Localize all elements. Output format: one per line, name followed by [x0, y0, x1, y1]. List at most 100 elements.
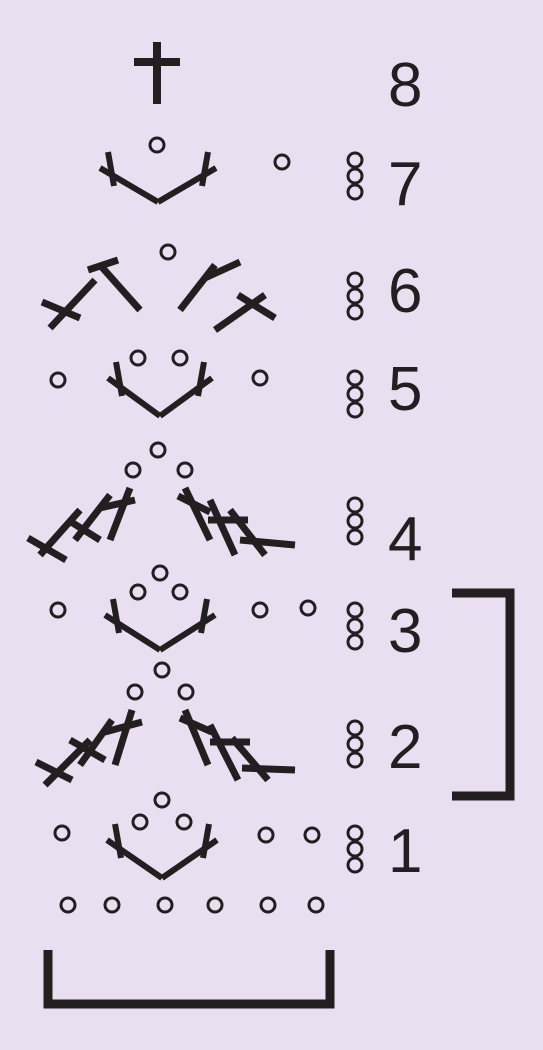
foundation-chain-icon	[156, 896, 174, 914]
chain-stitch-icon	[175, 813, 193, 831]
turning-chain-icon	[346, 528, 364, 546]
chain-stitch-icon	[273, 153, 291, 171]
double-crochet-icon	[229, 735, 271, 783]
chain-stitch-icon	[153, 791, 171, 809]
turning-chain-icon	[346, 512, 364, 530]
turning-chain-icon	[346, 856, 364, 874]
turning-chain-icon	[346, 751, 364, 769]
double-crochet-bar	[236, 292, 277, 321]
chain-stitch-icon	[176, 461, 194, 479]
chain-stitch-icon	[49, 601, 67, 619]
slip-stitch-symbol	[134, 42, 180, 104]
double-crochet-icon	[111, 708, 136, 767]
turning-chain-icon	[346, 496, 364, 514]
single-crochet-icon	[200, 823, 212, 859]
turning-chain-icon	[346, 151, 364, 169]
cluster-v-right	[158, 612, 217, 653]
turning-chain-icon	[346, 735, 364, 753]
row-label-8: 8	[388, 51, 422, 120]
chain-stitch-icon	[299, 599, 317, 617]
chain-stitch-icon	[148, 136, 166, 154]
double-crochet-bar	[99, 496, 136, 512]
single-crochet-icon	[105, 151, 117, 187]
double-crochet-bar	[203, 258, 242, 282]
double-crochet-icon	[206, 723, 242, 782]
double-crochet-icon	[227, 507, 268, 558]
double-crochet-icon	[97, 262, 143, 313]
double-crochet-icon	[77, 717, 115, 768]
repeat-bracket-rows-2-3	[452, 588, 515, 801]
cluster-v-right	[158, 375, 214, 419]
turning-chain-icon	[346, 840, 364, 858]
row-label-6: 6	[388, 257, 422, 326]
double-crochet-icon	[177, 262, 218, 313]
double-crochet-bar	[241, 764, 296, 774]
double-crochet-bar	[104, 718, 143, 736]
chain-stitch-icon	[257, 826, 275, 844]
row-label-5: 5	[388, 355, 422, 424]
chain-stitch-icon	[251, 601, 269, 619]
foundation-chain-icon	[206, 896, 224, 914]
cluster-v-right	[160, 837, 219, 881]
double-crochet-bar	[66, 517, 102, 543]
turning-chain-icon	[346, 385, 364, 403]
single-crochet-icon	[112, 823, 124, 859]
chain-stitch-icon	[177, 683, 195, 701]
repeat-bracket-base	[43, 950, 335, 1009]
double-crochet-icon	[72, 492, 113, 543]
chain-stitch-icon	[129, 583, 147, 601]
double-crochet-bar	[178, 714, 214, 736]
cluster-v-left	[103, 612, 162, 653]
chain-stitch-icon	[131, 813, 149, 831]
foundation-chain-icon	[59, 896, 77, 914]
chain-stitch-icon	[159, 243, 177, 261]
chain-stitch-icon	[251, 369, 269, 387]
turning-chain-icon	[346, 369, 364, 387]
chain-stitch-icon	[129, 349, 147, 367]
single-crochet-icon	[110, 598, 122, 634]
turning-chain-icon	[346, 271, 364, 289]
row-label-3: 3	[388, 597, 422, 666]
double-crochet-icon	[206, 498, 239, 557]
turning-chain-icon	[346, 287, 364, 305]
double-crochet-bar	[68, 736, 107, 764]
cluster-v-left	[105, 837, 164, 881]
single-crochet-icon	[198, 598, 210, 634]
turning-chain-icon	[346, 601, 364, 619]
chain-stitch-icon	[124, 461, 142, 479]
double-crochet-bar	[34, 758, 74, 784]
double-crochet-bar	[176, 492, 212, 516]
chain-stitch-icon	[151, 564, 169, 582]
chain-stitch-icon	[171, 583, 189, 601]
turning-chain-icon	[346, 303, 364, 321]
turning-chain-icon	[346, 719, 364, 737]
chain-stitch-icon	[53, 824, 71, 842]
single-crochet-icon	[113, 361, 125, 397]
chain-stitch-icon	[171, 349, 189, 367]
chain-stitch-icon	[126, 683, 144, 701]
foundation-chain-icon	[103, 896, 121, 914]
single-crochet-icon	[195, 361, 207, 397]
double-crochet-bar	[86, 256, 120, 274]
double-crochet-bar	[40, 298, 82, 322]
turning-chain-icon	[346, 167, 364, 185]
row-label-4: 4	[388, 505, 422, 574]
turning-chain-icon	[346, 401, 364, 419]
row-label-2: 2	[388, 713, 422, 782]
row-label-7: 7	[388, 150, 422, 219]
double-crochet-icon	[47, 277, 98, 331]
foundation-chain-icon	[259, 896, 277, 914]
stitch-symbols	[26, 136, 364, 914]
double-crochet-icon	[181, 486, 214, 542]
chain-stitch-icon	[153, 661, 171, 679]
double-crochet-icon	[212, 292, 268, 333]
row-label-1: 1	[388, 817, 422, 886]
single-crochet-icon	[199, 151, 211, 187]
chain-stitch-icon	[303, 826, 321, 844]
cluster-v-left	[106, 375, 162, 419]
chain-stitch-icon	[49, 371, 67, 389]
chain-stitch-icon	[149, 441, 167, 459]
turning-chain-icon	[346, 183, 364, 201]
